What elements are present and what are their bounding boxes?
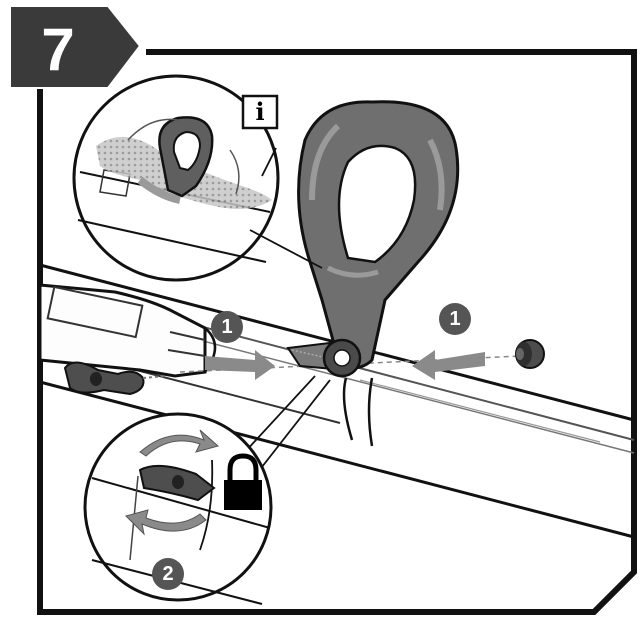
motor-housing [38, 283, 217, 378]
d-handle [297, 100, 460, 370]
callout-number: 1 [449, 308, 461, 330]
step-badge [9, 5, 142, 89]
rotate-arrow-icon [125, 509, 207, 536]
lock-detail-circle [83, 412, 273, 605]
push-arrow-icon [205, 350, 275, 380]
push-arrow-icon [412, 350, 485, 380]
callout-number: 2 [162, 563, 174, 585]
nut [515, 339, 545, 369]
step-number: 7 [41, 16, 75, 83]
callout-circle [152, 558, 184, 590]
callout-number: 1 [221, 316, 233, 338]
step-frame [37, 49, 637, 615]
callout-circle [439, 303, 471, 335]
alignment-line [179, 355, 521, 373]
lock-knob [63, 361, 166, 396]
lock-icon [224, 453, 262, 510]
handle-strap [342, 377, 374, 447]
callout-circle [211, 311, 243, 343]
info-icon [241, 94, 279, 130]
info-detail-circle [72, 74, 323, 282]
info-label: i [255, 97, 265, 126]
rotate-arrow-icon [139, 429, 220, 457]
